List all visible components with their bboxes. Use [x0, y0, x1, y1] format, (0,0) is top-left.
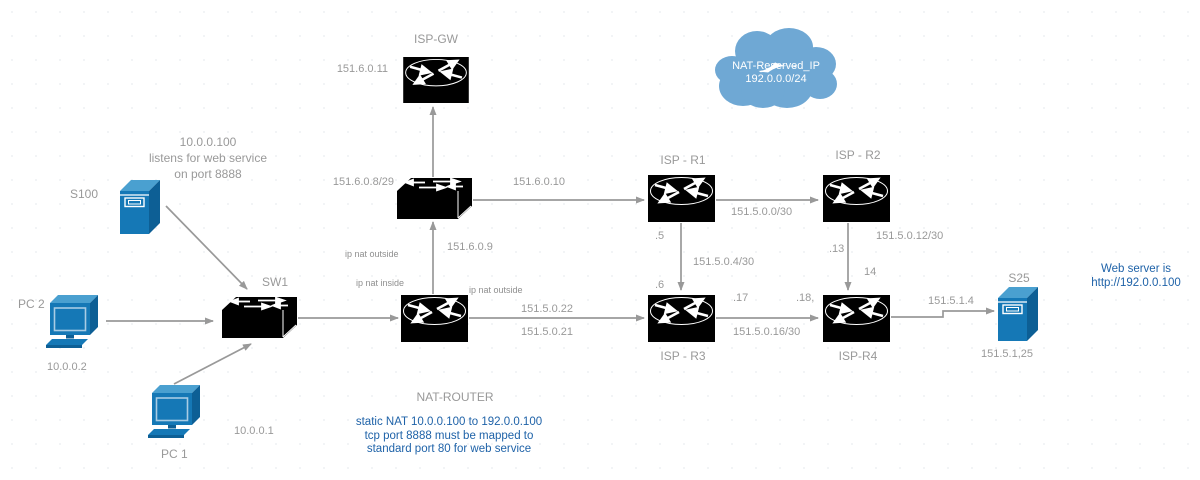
label-isp-r4: ISP-R4 [838, 349, 878, 363]
router-isp-r4[interactable] [823, 295, 890, 342]
web-note-line2: http://192.0.0.100 [1091, 276, 1181, 289]
label-r2-r4-top: .13 [829, 243, 845, 255]
nat-note-line3: standard port 80 for web service [366, 443, 532, 455]
router-isp-gw[interactable] [400, 57, 472, 103]
label-r1-r3-top: .5 [655, 230, 665, 242]
label-r3-r4-left: .17 [733, 292, 749, 304]
label-pc2: PC 2 [18, 297, 45, 311]
pc-1[interactable] [146, 383, 206, 440]
label-isp-r3: ISP - R3 [660, 349, 706, 363]
server-s25[interactable] [998, 287, 1040, 341]
s100-note: 10.0.0.100 listens for web service on po… [122, 134, 294, 182]
label-r1-r3-bottom: .6 [655, 279, 665, 291]
label-s100: S100 [70, 187, 99, 201]
label-ip-nat-outside-right: ip nat outside [469, 285, 523, 295]
label-switch-r1-ip: 151.6.0.10 [513, 176, 565, 188]
nat-reserved-cloud[interactable]: NAT-Reserved_IP 192.0.0.0/24 [705, 24, 847, 112]
label-isp-r1: ISP - R1 [660, 153, 706, 167]
label-pc1-ip: 10.0.0.1 [234, 425, 274, 437]
label-r2-r4-subnet: 151.5.0.12/30 [876, 230, 944, 242]
pc-icon [44, 293, 104, 350]
switch-icon [222, 297, 297, 338]
cloud-title: NAT-Reserved_IP [732, 60, 820, 72]
web-note-line1: Web server is [1100, 263, 1172, 275]
router-isp-r2[interactable] [823, 175, 890, 222]
label-pc1: PC 1 [161, 447, 188, 461]
switch-sw1[interactable] [222, 297, 297, 338]
s100-note-line3: on port 8888 [174, 167, 242, 181]
label-r2-r4-bottom: 14 [864, 266, 877, 278]
label-nat-router: NAT-ROUTER [416, 390, 494, 404]
s100-note-line2: listens for web service [148, 151, 268, 165]
label-natrouter-r3-top: 151.5.0.22 [521, 303, 573, 315]
pc-icon [146, 383, 206, 440]
cloud-label: NAT-Reserved_IP 192.0.0.0/24 [705, 60, 847, 86]
router-icon [401, 295, 468, 342]
server-icon [998, 287, 1040, 341]
router-icon [823, 295, 890, 342]
label-r1-r2-subnet: 151.5.0.0/30 [731, 206, 793, 218]
label-sw1: SW1 [262, 275, 289, 289]
router-nat[interactable] [401, 295, 468, 342]
label-s25: S25 [1008, 271, 1030, 285]
label-r3-r4-right: .18, [796, 292, 815, 304]
router-icon [648, 295, 715, 342]
cloud-subnet: 192.0.0.0/24 [745, 73, 807, 85]
label-natrouter-switch-ip: 151.6.0.9 [447, 241, 493, 253]
border-switch[interactable] [397, 178, 472, 219]
router-isp-r1[interactable] [648, 175, 715, 222]
link-r4-s25 [891, 307, 995, 318]
label-isp-gw: ISP-GW [414, 32, 458, 46]
server-s100[interactable] [120, 180, 162, 234]
router-icon [400, 57, 472, 103]
server-icon [120, 180, 162, 234]
label-s25-ip: 151.5.1,25 [981, 348, 1033, 360]
nat-note-line1: static NAT 10.0.0.100 to 192.0.0.100 [355, 416, 543, 428]
router-icon [648, 175, 715, 222]
label-r4-s25-ip: 151.5.1.4 [928, 295, 974, 307]
nat-note-line2: tcp port 8888 must be mapped to [364, 429, 534, 442]
link-s100-sw1 [165, 205, 248, 290]
router-icon [823, 175, 890, 222]
web-server-note: Web server is http://192.0.0.100 [1076, 263, 1196, 290]
label-r1-r3-subnet: 151.5.0.4/30 [693, 256, 755, 268]
label-border-switch-subnet: 151.6.0.8/29 [332, 176, 394, 188]
label-ip-nat-outside-left: ip nat outside [345, 249, 399, 259]
router-isp-r3[interactable] [648, 295, 715, 342]
pc-2[interactable] [44, 293, 104, 350]
label-natrouter-r3-bottom: 151.5.0.21 [521, 326, 573, 338]
label-isp-gw-ip: 151.6.0.11 [336, 63, 388, 75]
switch-icon [397, 178, 472, 219]
s100-note-ip: 10.0.0.100 [179, 135, 237, 149]
label-isp-r2: ISP - R2 [835, 148, 881, 162]
nat-router-note: static NAT 10.0.0.100 to 192.0.0.100 tcp… [349, 416, 549, 457]
label-pc2-ip: 10.0.0.2 [47, 361, 87, 373]
label-ip-nat-inside: ip nat inside [356, 278, 405, 288]
link-pc1-sw1 [173, 343, 252, 385]
label-r3-r4-subnet: 151.5.0.16/30 [733, 326, 801, 338]
